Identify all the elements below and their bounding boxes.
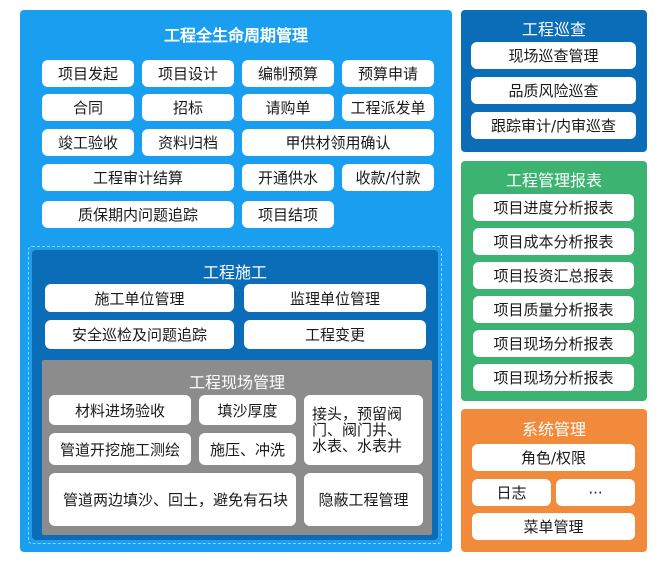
site-panel: 工程现场管理 材料进场验收 填沙厚度 接头，预留阀门、阀门井、水表、水表井 管道…	[42, 360, 432, 535]
lifecycle-item[interactable]: 甲供材领用确认	[242, 129, 434, 156]
system-item[interactable]: ···	[556, 479, 635, 506]
inspection-item[interactable]: 品质风险巡查	[471, 77, 636, 104]
inspection-panel: 工程巡查 现场巡查管理 品质风险巡查 跟踪审计/内审巡查	[461, 10, 647, 152]
site-item[interactable]: 隐蔽工程管理	[304, 473, 423, 526]
lifecycle-item[interactable]: 开通供水	[242, 164, 334, 191]
construction-item[interactable]: 安全巡检及问题追踪	[45, 320, 234, 349]
system-panel: 系统管理 角色/权限 日志 ··· 菜单管理	[461, 409, 647, 552]
lifecycle-item[interactable]: 收款/付款	[342, 164, 434, 191]
site-title: 工程现场管理	[188, 373, 285, 392]
reports-item[interactable]: 项目成本分析报表	[473, 228, 634, 255]
system-item[interactable]: 日志	[472, 479, 551, 506]
reports-panel: 工程管理报表 项目进度分析报表 项目成本分析报表 项目投资汇总报表 项目质量分析…	[461, 161, 647, 401]
construction-border	[28, 246, 442, 544]
reports-item[interactable]: 项目现场分析报表	[473, 364, 634, 391]
site-item[interactable]: 管道两边填沙、回土，避免有石块	[49, 473, 296, 526]
construction-item[interactable]: 工程变更	[244, 320, 426, 349]
lifecycle-item[interactable]: 编制预算	[242, 60, 334, 87]
inspection-title: 工程巡查	[521, 20, 586, 39]
site-item[interactable]: 施压、冲洗	[199, 433, 296, 465]
reports-item[interactable]: 项目质量分析报表	[473, 296, 634, 323]
lifecycle-item[interactable]: 工程审计结算	[42, 164, 234, 191]
site-item[interactable]: 管道开挖施工测绘	[49, 433, 191, 465]
lifecycle-item[interactable]: 项目设计	[142, 60, 234, 87]
reports-title: 工程管理报表	[505, 171, 602, 190]
construction-panel: 工程施工 施工单位管理 监理单位管理 安全巡检及问题追踪 工程变更 工程现场管理…	[32, 250, 438, 540]
construction-item[interactable]: 监理单位管理	[244, 284, 426, 312]
lifecycle-item[interactable]: 预算申请	[342, 60, 434, 87]
site-item[interactable]: 填沙厚度	[199, 395, 296, 425]
lifecycle-item[interactable]: 竣工验收	[42, 129, 134, 156]
system-title: 系统管理	[521, 420, 586, 439]
inspection-item[interactable]: 跟踪审计/内审巡查	[471, 112, 636, 139]
construction-title: 工程施工	[202, 263, 267, 282]
inspection-item[interactable]: 现场巡查管理	[471, 42, 636, 69]
lifecycle-item[interactable]: 招标	[142, 94, 234, 121]
site-item[interactable]: 接头，预留阀门、阀门井、水表、水表井	[304, 395, 423, 465]
lifecycle-title: 工程全生命周期管理	[163, 26, 308, 45]
lifecycle-item[interactable]: 请购单	[242, 94, 334, 121]
reports-item[interactable]: 项目投资汇总报表	[473, 262, 634, 289]
construction-item[interactable]: 施工单位管理	[45, 284, 234, 312]
lifecycle-item[interactable]: 资料归档	[142, 129, 234, 156]
lifecycle-panel: 工程全生命周期管理 项目发起 项目设计 编制预算 预算申请 合同 招标 请购单 …	[20, 10, 452, 552]
reports-item[interactable]: 项目现场分析报表	[473, 330, 634, 357]
system-item[interactable]: 菜单管理	[472, 513, 635, 540]
reports-item[interactable]: 项目进度分析报表	[473, 194, 634, 221]
system-item[interactable]: 角色/权限	[472, 444, 635, 471]
lifecycle-item[interactable]: 项目结项	[242, 201, 334, 228]
lifecycle-item[interactable]: 工程派发单	[342, 94, 434, 121]
lifecycle-item[interactable]: 质保期内问题追踪	[42, 201, 234, 228]
site-item[interactable]: 材料进场验收	[49, 395, 191, 425]
lifecycle-item[interactable]: 项目发起	[42, 60, 134, 87]
lifecycle-item[interactable]: 合同	[42, 94, 134, 121]
